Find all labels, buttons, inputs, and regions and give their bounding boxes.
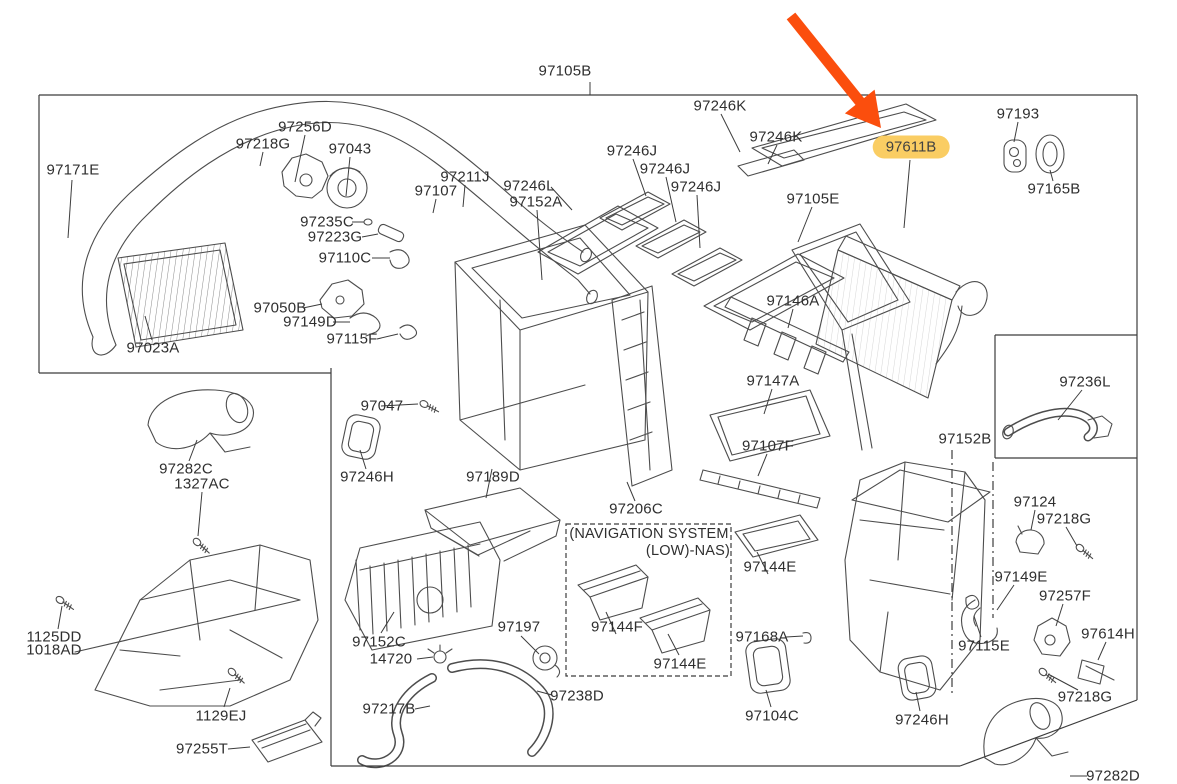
highlight-arrow-icon (786, 12, 881, 129)
highlighted-part-callout[interactable]: 97611B (872, 135, 950, 159)
part-label-97104c[interactable]: 97104C (745, 707, 799, 725)
part-label-97206c[interactable]: 97206C (609, 500, 663, 518)
part-label-97144f[interactable]: 97144F (590, 618, 644, 636)
part-label-97218g[interactable]: 97218G (1057, 688, 1113, 706)
navigation-note-line2: (LOW)-NAS) (645, 543, 731, 559)
part-label-97105e[interactable]: 97105E (786, 190, 840, 208)
leader-lines (57, 82, 1107, 777)
part-label-97246h[interactable]: 97246H (895, 711, 949, 729)
part-label-97115f[interactable]: 97115F (326, 330, 378, 348)
part-label-97211j[interactable]: 97211J (440, 168, 490, 186)
part-label-97246j[interactable]: 97246J (639, 160, 691, 178)
part-label-97197[interactable]: 97197 (497, 618, 541, 636)
part-label-97218g[interactable]: 97218G (235, 135, 291, 153)
part-label-97217b[interactable]: 97217B (362, 700, 416, 718)
part-label-97246j[interactable]: 97246J (670, 178, 722, 196)
part-label-97107f[interactable]: 97107F (741, 437, 795, 455)
part-label-97193[interactable]: 97193 (996, 105, 1040, 123)
part-label-97168a[interactable]: 97168A (735, 628, 789, 646)
part-label-97246l[interactable]: 97246L (503, 177, 555, 195)
part-label-97043[interactable]: 97043 (328, 140, 372, 158)
part-label-97147a[interactable]: 97147A (746, 372, 800, 390)
parts-line-art (54, 100, 1115, 769)
part-label-97189d[interactable]: 97189D (466, 468, 520, 486)
part-label-97246h[interactable]: 97246H (340, 468, 394, 486)
navigation-note-line1: (NAVIGATION SYSTEM (569, 526, 729, 542)
part-label-97115e[interactable]: 97115E (958, 637, 1010, 655)
part-label-97152b[interactable]: 97152B (938, 430, 992, 448)
part-label-97236l[interactable]: 97236L (1059, 373, 1111, 391)
part-label-97107[interactable]: 97107 (414, 182, 458, 200)
part-label-97282c[interactable]: 97282C (159, 460, 213, 478)
part-label-1018ad[interactable]: 1018AD (26, 641, 82, 659)
part-label-97171e[interactable]: 97171E (46, 161, 100, 179)
part-label-97246k[interactable]: 97246K (693, 97, 747, 115)
part-label-97146a[interactable]: 97146A (766, 292, 820, 310)
part-label-97614h[interactable]: 97614H (1081, 625, 1135, 643)
navigation-option-box (565, 523, 732, 677)
part-label-1125dd[interactable]: 1125DD (26, 628, 82, 646)
part-label-97223g[interactable]: 97223G (307, 228, 363, 246)
part-label-97105b[interactable]: 97105B (538, 62, 592, 80)
part-label-97218g[interactable]: 97218G (1036, 510, 1092, 528)
part-label-1129ej[interactable]: 1129EJ (195, 707, 247, 725)
part-label-97050b[interactable]: 97050B (253, 299, 307, 317)
part-label-97246j[interactable]: 97246J (606, 142, 658, 160)
part-label-97149d[interactable]: 97149D (283, 313, 337, 331)
part-label-97047[interactable]: 97047 (360, 397, 404, 415)
part-label-97282d[interactable]: 97282D (1086, 767, 1140, 784)
part-label-97152a[interactable]: 97152A (509, 193, 563, 211)
part-label-97257f[interactable]: 97257F (1038, 587, 1092, 605)
part-label-97124[interactable]: 97124 (1013, 493, 1057, 511)
part-label-97246k[interactable]: 97246K (749, 128, 803, 146)
part-label-14720[interactable]: 14720 (369, 650, 413, 668)
part-label-97144e[interactable]: 97144E (653, 655, 707, 673)
part-label-97023a[interactable]: 97023A (126, 339, 180, 357)
part-label-97238d[interactable]: 97238D (550, 687, 604, 705)
part-label-97235c[interactable]: 97235C (300, 213, 354, 231)
part-label-97110c[interactable]: 97110C (318, 249, 372, 267)
part-label-1327ac[interactable]: 1327AC (174, 475, 230, 493)
part-label-97255t[interactable]: 97255T (175, 740, 229, 758)
part-label-97144e[interactable]: 97144E (743, 558, 797, 576)
part-label-97152c[interactable]: 97152C (352, 633, 406, 651)
zone-borders (38, 94, 1138, 767)
part-label-97149e[interactable]: 97149E (994, 568, 1048, 586)
part-label-97256d[interactable]: 97256D (278, 118, 332, 136)
part-label-97165b[interactable]: 97165B (1027, 180, 1081, 198)
